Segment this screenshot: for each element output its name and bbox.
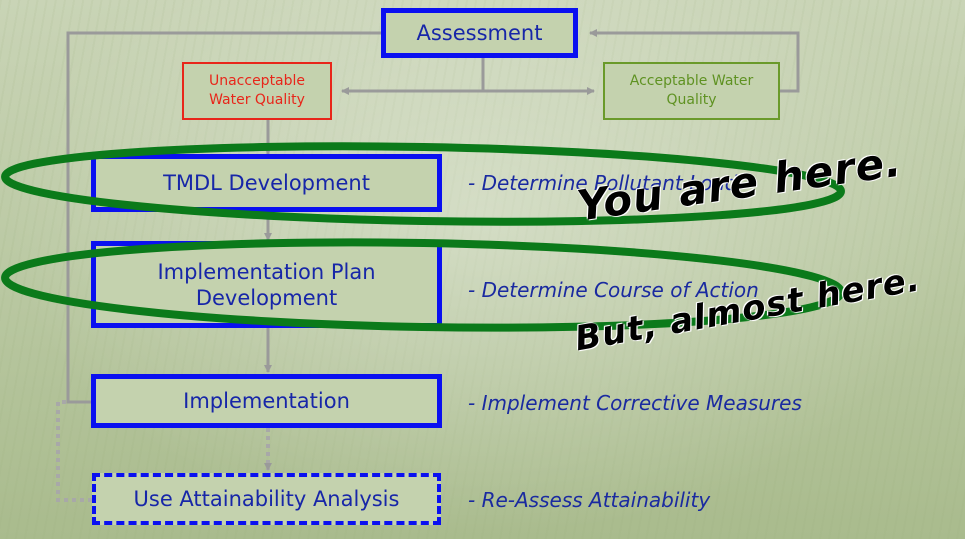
assessment-label: Assessment: [416, 21, 543, 45]
connector-implementation-loop: [66, 29, 389, 404]
implementation-description: - Implement Corrective Measures: [468, 391, 802, 415]
connector-acceptable-loop: [589, 29, 800, 93]
use-attainability-label: Use Attainability Analysis: [133, 487, 400, 511]
implementation-label: Implementation: [183, 389, 350, 413]
implementation-box: Implementation: [91, 374, 442, 428]
connector-uaa-loop: [56, 400, 92, 502]
tmdl-label: TMDL Development: [163, 171, 370, 195]
acceptable-label: Acceptable Water Quality: [629, 73, 754, 108]
tmdl-development-box: TMDL Development: [91, 154, 442, 212]
implementation-plan-label: Implementation Plan Development: [157, 259, 376, 310]
unacceptable-label: Unacceptable Water Quality: [208, 73, 306, 108]
use-attainability-analysis-box: Use Attainability Analysis: [92, 473, 441, 525]
implementation-plan-description: - Determine Course of Action: [468, 278, 759, 302]
acceptable-water-quality-box: Acceptable Water Quality: [603, 62, 780, 120]
tmdl-description: - Determine Pollutant Load: [468, 171, 738, 195]
tmdl-highlight-ellipse: [1, 142, 845, 226]
implementation-plan-highlight-ellipse: [1, 238, 845, 332]
assessment-box: Assessment: [381, 8, 578, 58]
use-attainability-description: - Re-Assess Attainability: [468, 488, 711, 512]
unacceptable-water-quality-box: Unacceptable Water Quality: [182, 62, 332, 120]
